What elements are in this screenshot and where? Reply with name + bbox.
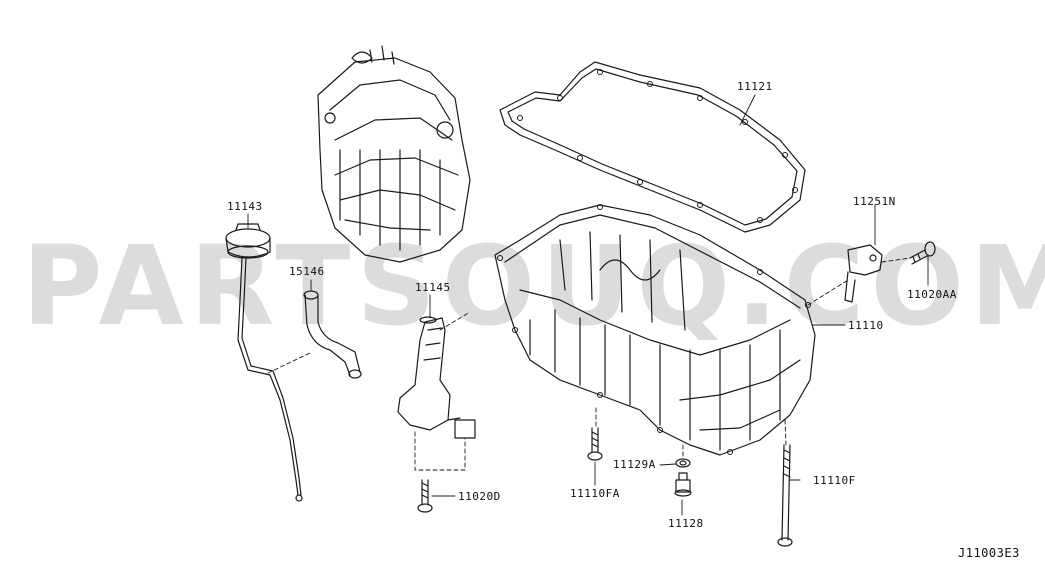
label-11020AA[interactable]: 11020AA bbox=[907, 288, 957, 301]
bolt-11020AA bbox=[909, 241, 936, 265]
drain-washer bbox=[675, 458, 691, 468]
label-11110F[interactable]: 11110F bbox=[813, 474, 856, 487]
dipstick bbox=[237, 257, 303, 502]
oil-pan bbox=[494, 204, 816, 456]
engine-assembly bbox=[317, 45, 471, 263]
label-11251N[interactable]: 11251N bbox=[853, 195, 896, 208]
long-bolt-11110F bbox=[777, 444, 793, 547]
dipstick-cap bbox=[225, 223, 271, 259]
label-11121[interactable]: 11121 bbox=[737, 80, 773, 93]
label-11128[interactable]: 11128 bbox=[668, 517, 704, 530]
label-11129A[interactable]: 11129A bbox=[613, 458, 656, 471]
bolt-11110FA bbox=[587, 427, 603, 461]
bracket-11251N bbox=[844, 244, 883, 303]
label-11110FA[interactable]: 11110FA bbox=[570, 487, 620, 500]
label-15146[interactable]: 15146 bbox=[289, 265, 325, 278]
label-11110[interactable]: 11110 bbox=[848, 319, 884, 332]
oil-pan-gasket bbox=[499, 61, 806, 233]
drain-plug bbox=[674, 472, 692, 497]
hose bbox=[303, 290, 362, 379]
oil-level-sensor bbox=[397, 316, 476, 439]
diagram-code: J11003E3 bbox=[958, 546, 1020, 560]
label-11020D[interactable]: 11020D bbox=[458, 490, 501, 503]
label-11145[interactable]: 11145 bbox=[415, 281, 451, 294]
label-11143[interactable]: 11143 bbox=[227, 200, 263, 213]
leader-lines bbox=[247, 94, 929, 516]
dashed-assembly-lines bbox=[267, 257, 911, 471]
bolt-11020D bbox=[417, 479, 433, 513]
